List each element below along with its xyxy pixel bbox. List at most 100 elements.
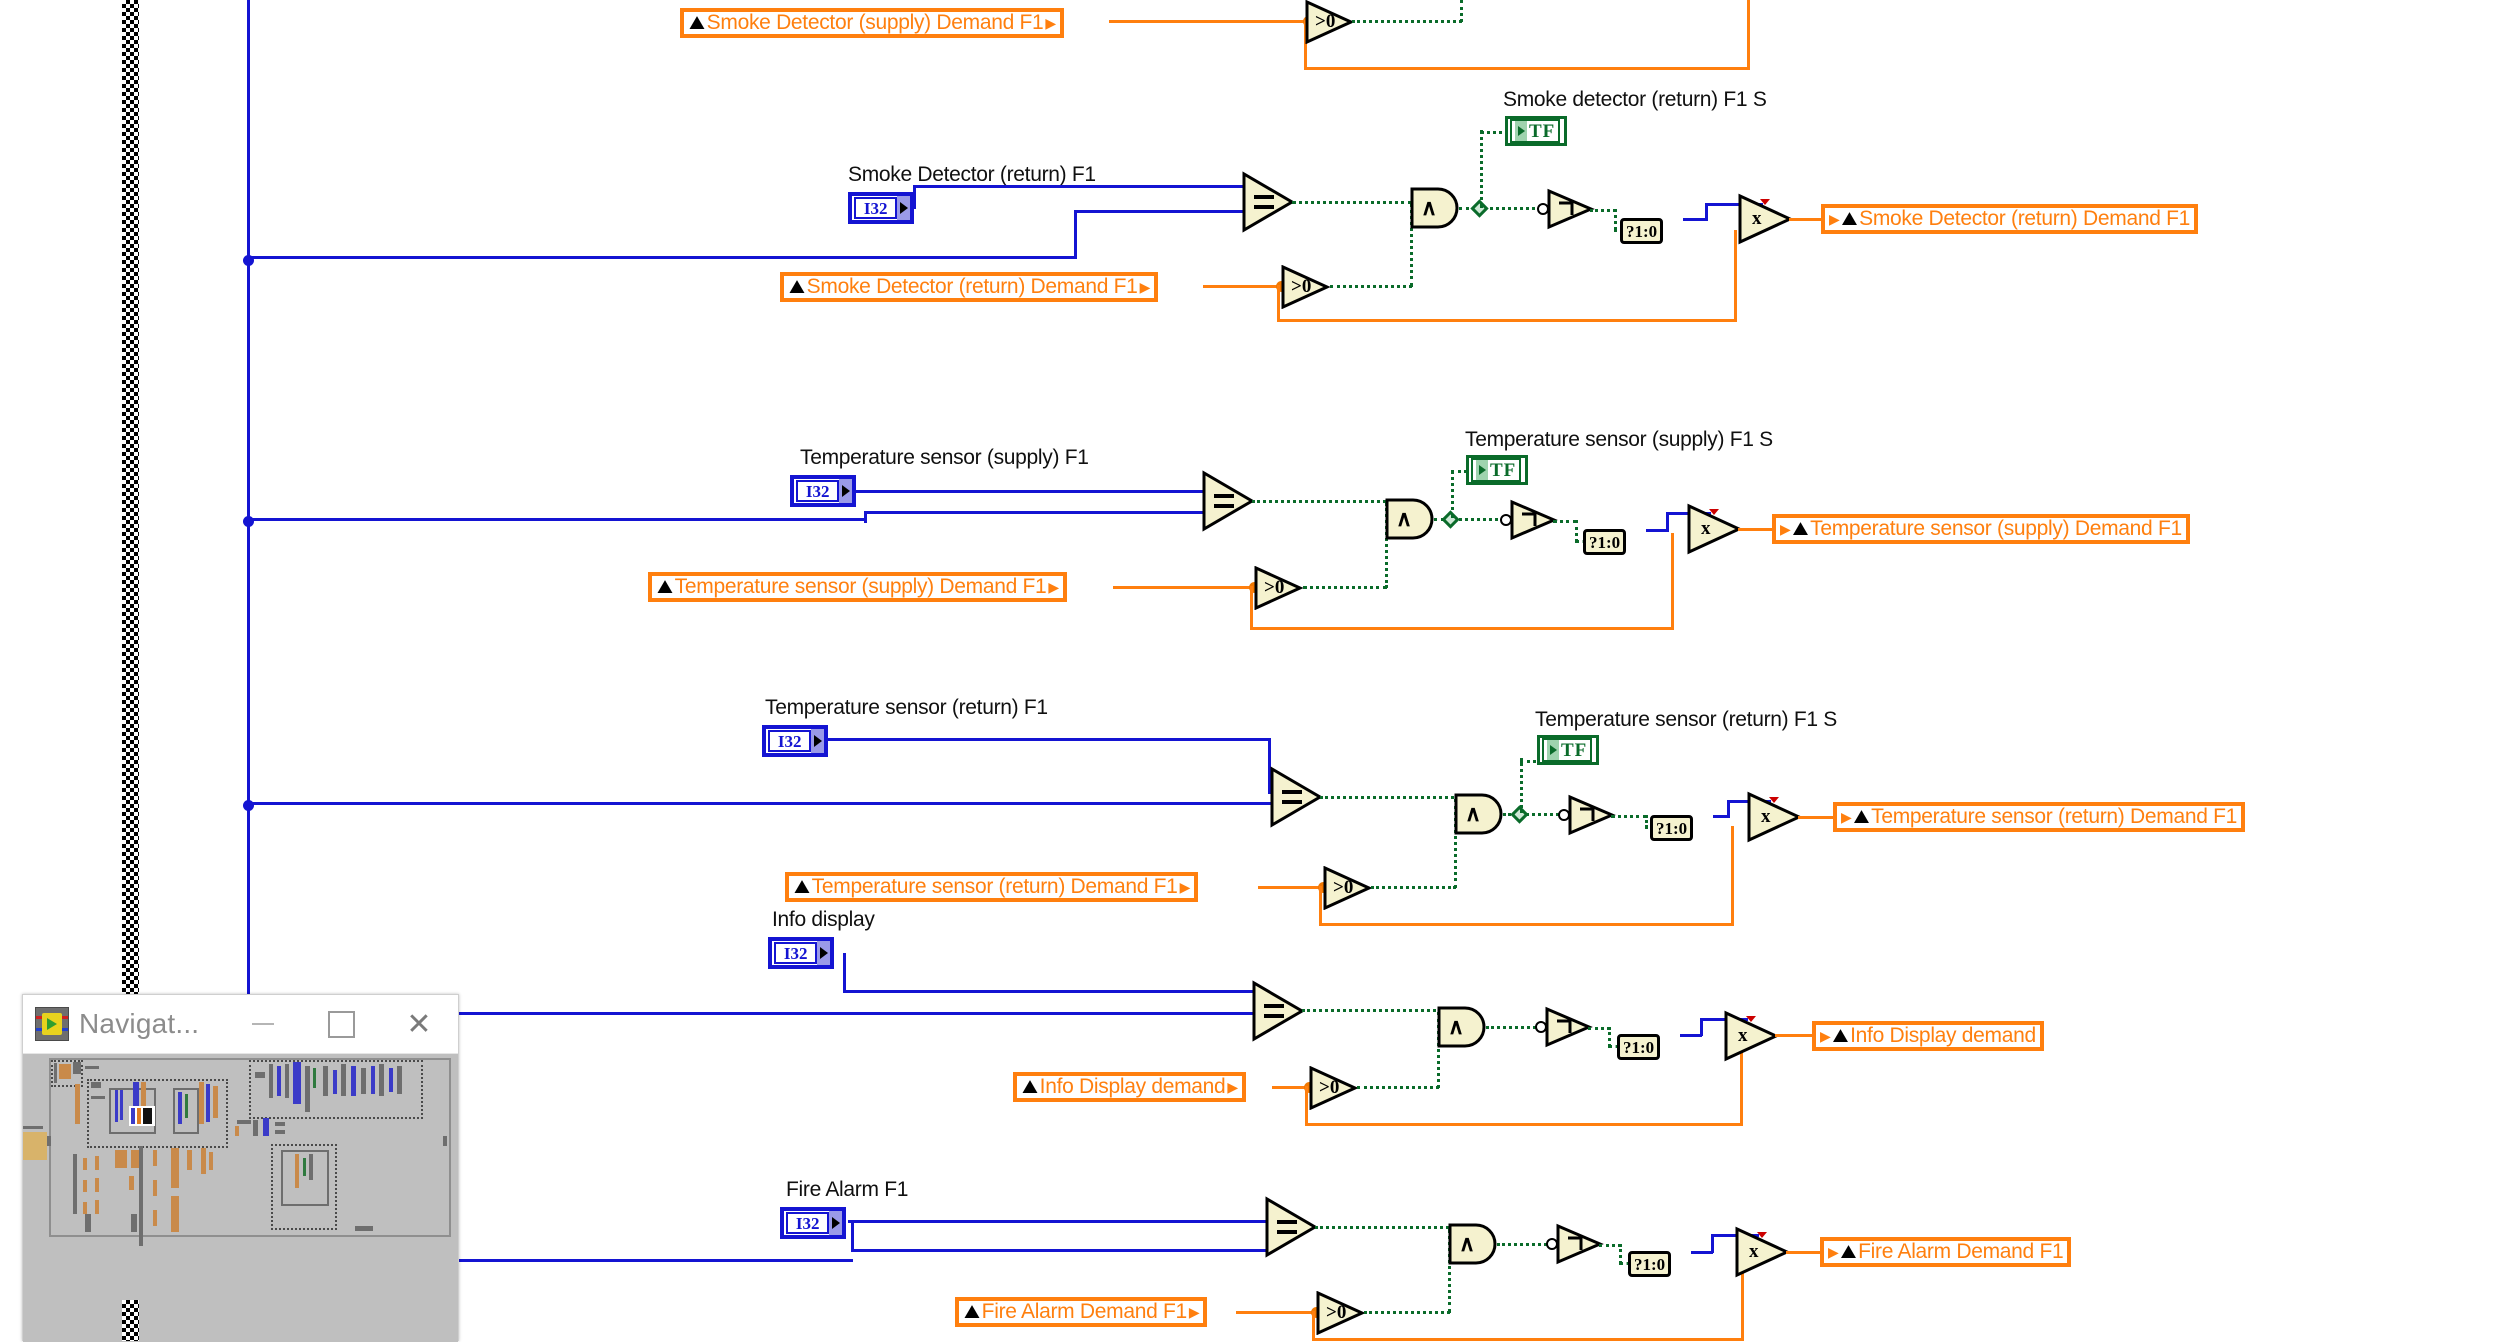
bool-wire-after-not-fire-v[interactable] [1619, 1244, 1622, 1264]
multiply-node-temp-return[interactable] [1745, 791, 1803, 843]
multiply-node-smoke-return[interactable] [1736, 193, 1794, 245]
not-node-temp-return[interactable] [1558, 794, 1618, 836]
wire-smoke-return-fb-h[interactable] [1277, 319, 1737, 322]
wire-temp-return-a[interactable] [827, 738, 1271, 741]
wire-info-bus[interactable] [247, 1012, 1255, 1015]
terminal-info-display-demand-in[interactable]: ⛰ Info Display demand ▶ [1013, 1072, 1246, 1102]
control-smoke-return-i32[interactable]: I32 [848, 192, 914, 224]
wire-smoke-return-fb-v2[interactable] [1734, 230, 1737, 322]
bool-wire-temp-return-eq[interactable] [1320, 796, 1454, 799]
wire-fire-b-h[interactable] [851, 1249, 1268, 1252]
terminal-smoke-supply-demand[interactable]: ⛰ Smoke Detector (supply) Demand F1 ▶ [680, 8, 1064, 38]
not-node-fire-alarm[interactable] [1546, 1223, 1606, 1265]
navigator-minimap-body[interactable] [23, 1054, 458, 1342]
maximize-button[interactable] [302, 995, 380, 1053]
bool-wire-to-select-fire[interactable] [1619, 1262, 1631, 1265]
wire-temp-return-bus[interactable] [247, 802, 1277, 805]
greater-than-zero-node-temp-return[interactable] [1321, 866, 1373, 910]
equal-node-smoke-return[interactable] [1240, 171, 1296, 233]
wire-sel-to-mul-sr-h2[interactable] [1705, 203, 1763, 206]
wire-smoke-supply-feedback-v2[interactable] [1747, 0, 1750, 70]
greater-than-zero-node-info-display[interactable] [1307, 1066, 1359, 1110]
and-node-temp-return[interactable] [1452, 792, 1508, 841]
wire-mul-out-fire[interactable] [1786, 1251, 1824, 1254]
wire-info-demand[interactable] [1272, 1086, 1310, 1089]
bool-wire-after-and-ts[interactable] [1434, 518, 1504, 521]
bool-wire-fire-gt[interactable] [1364, 1311, 1450, 1314]
terminal-smoke-return-demand-out[interactable]: ▶ ⛰ Smoke Detector (return) Demand F1 [1821, 204, 2199, 234]
and-node-temp-supply[interactable] [1383, 497, 1439, 546]
wire-sel-to-mul-info-v[interactable] [1700, 1018, 1703, 1036]
wire-smoke-return-demand[interactable] [1203, 285, 1281, 288]
bool-wire-after-and-info[interactable] [1486, 1026, 1542, 1029]
bool-wire-smoke-return-gt-v[interactable] [1410, 203, 1413, 287]
bool-wire-temp-return-gt[interactable] [1371, 886, 1456, 889]
bool-wire-after-and-sr[interactable] [1459, 207, 1541, 210]
and-node-info-display[interactable] [1435, 1005, 1491, 1054]
bool-wire-to-select-sr[interactable] [1614, 229, 1624, 232]
wire-sel-to-mul-tr-v[interactable] [1727, 800, 1730, 818]
wire-smoke-return-bus[interactable] [247, 256, 1077, 259]
wire-temp-supply-b-v[interactable] [864, 511, 867, 523]
wire-fire-fb-h[interactable] [1312, 1338, 1744, 1341]
wire-info-fb-h[interactable] [1305, 1123, 1743, 1126]
bool-wire-to-tf-tr[interactable] [1520, 758, 1523, 813]
bool-wire-after-not-sr[interactable] [1590, 209, 1616, 212]
bool-wire-to-tf-sr-h[interactable] [1480, 131, 1510, 134]
wire-temp-supply-bus[interactable] [247, 518, 867, 521]
bool-wire-after-not-ts[interactable] [1553, 520, 1577, 523]
indicator-temp-supply-state-tf[interactable]: TF [1466, 455, 1528, 485]
wire-smoke-supply-demand[interactable] [1109, 20, 1309, 23]
greater-than-zero-node-temp-supply[interactable] [1252, 566, 1304, 610]
greater-than-zero-node-smoke-return[interactable] [1279, 265, 1331, 309]
terminal-temp-return-demand-in[interactable]: ⛰ Temperature sensor (return) Demand F1 … [785, 872, 1199, 902]
select-node-info-display[interactable]: ?1:0 [1617, 1034, 1661, 1060]
wire-temp-return-fb-v2[interactable] [1731, 826, 1734, 926]
greater-than-zero-node-smoke-supply[interactable] [1303, 0, 1355, 44]
bool-wire-fire-gt-v[interactable] [1448, 1229, 1451, 1313]
wire-temp-return-a-v[interactable] [1268, 738, 1271, 794]
bool-wire-after-not-info[interactable] [1588, 1027, 1610, 1030]
bool-wire-smoke-return-eq[interactable] [1292, 201, 1412, 204]
wire-info-fb-v[interactable] [1305, 1086, 1308, 1126]
not-node-temp-supply[interactable] [1500, 499, 1560, 541]
terminal-info-display-demand-out[interactable]: ▶ ⛰ Info Display demand [1812, 1021, 2044, 1051]
wire-temp-supply-fb-v2[interactable] [1671, 533, 1674, 630]
navigator-window[interactable]: Navigat... ✕ [22, 994, 459, 1342]
bool-wire-info-eq[interactable] [1302, 1009, 1436, 1012]
wire-fire-demand[interactable] [1236, 1311, 1316, 1314]
wire-sel-to-mul-ts-v[interactable] [1666, 512, 1669, 532]
bool-wire-smoke-supply-v[interactable] [1460, 0, 1463, 22]
wire-mul-out-sr[interactable] [1789, 218, 1825, 221]
wire-sel-to-mul-fire[interactable] [1691, 1251, 1713, 1254]
wire-sel-to-mul-fire-h2[interactable] [1711, 1234, 1759, 1237]
terminal-temp-return-demand-out[interactable]: ▶ ⛰ Temperature sensor (return) Demand F… [1833, 802, 2246, 832]
wire-smoke-return-fb-v[interactable] [1277, 285, 1280, 322]
wire-temp-return-fb-h[interactable] [1319, 923, 1734, 926]
bool-wire-to-select-info[interactable] [1608, 1045, 1620, 1048]
multiply-node-info-display[interactable] [1722, 1010, 1780, 1062]
equal-node-temp-supply[interactable] [1200, 470, 1256, 532]
control-temp-return-i32[interactable]: I32 [762, 725, 828, 757]
bool-wire-after-not-fire[interactable] [1599, 1244, 1621, 1247]
and-node-fire-alarm[interactable] [1446, 1222, 1502, 1271]
wire-smoke-return-b-v[interactable] [1074, 210, 1077, 258]
indicator-temp-return-state-tf[interactable]: TF [1537, 735, 1599, 765]
wire-sel-to-mul-info[interactable] [1680, 1034, 1702, 1037]
indicator-smoke-return-state-tf[interactable]: TF [1505, 116, 1567, 146]
bool-wire-smoke-supply[interactable] [1352, 20, 1462, 23]
not-node-smoke-return[interactable] [1537, 188, 1597, 230]
wire-mul-out-tr[interactable] [1798, 816, 1836, 819]
equal-node-temp-return[interactable] [1268, 766, 1324, 828]
wire-info-a-h[interactable] [843, 990, 1253, 993]
wire-temp-return-demand[interactable] [1258, 886, 1324, 889]
greater-than-zero-node-fire-alarm[interactable] [1314, 1291, 1366, 1335]
bool-wire-after-not-ts-v[interactable] [1575, 520, 1578, 542]
wire-temp-supply-b-h[interactable] [864, 511, 1205, 514]
bool-wire-after-not-sr-v[interactable] [1614, 209, 1617, 230]
minimize-button[interactable] [224, 995, 302, 1053]
and-node-smoke-return[interactable] [1408, 186, 1464, 235]
bool-wire-after-not-tr[interactable] [1611, 815, 1647, 818]
wire-fire-bus[interactable] [247, 1259, 853, 1262]
